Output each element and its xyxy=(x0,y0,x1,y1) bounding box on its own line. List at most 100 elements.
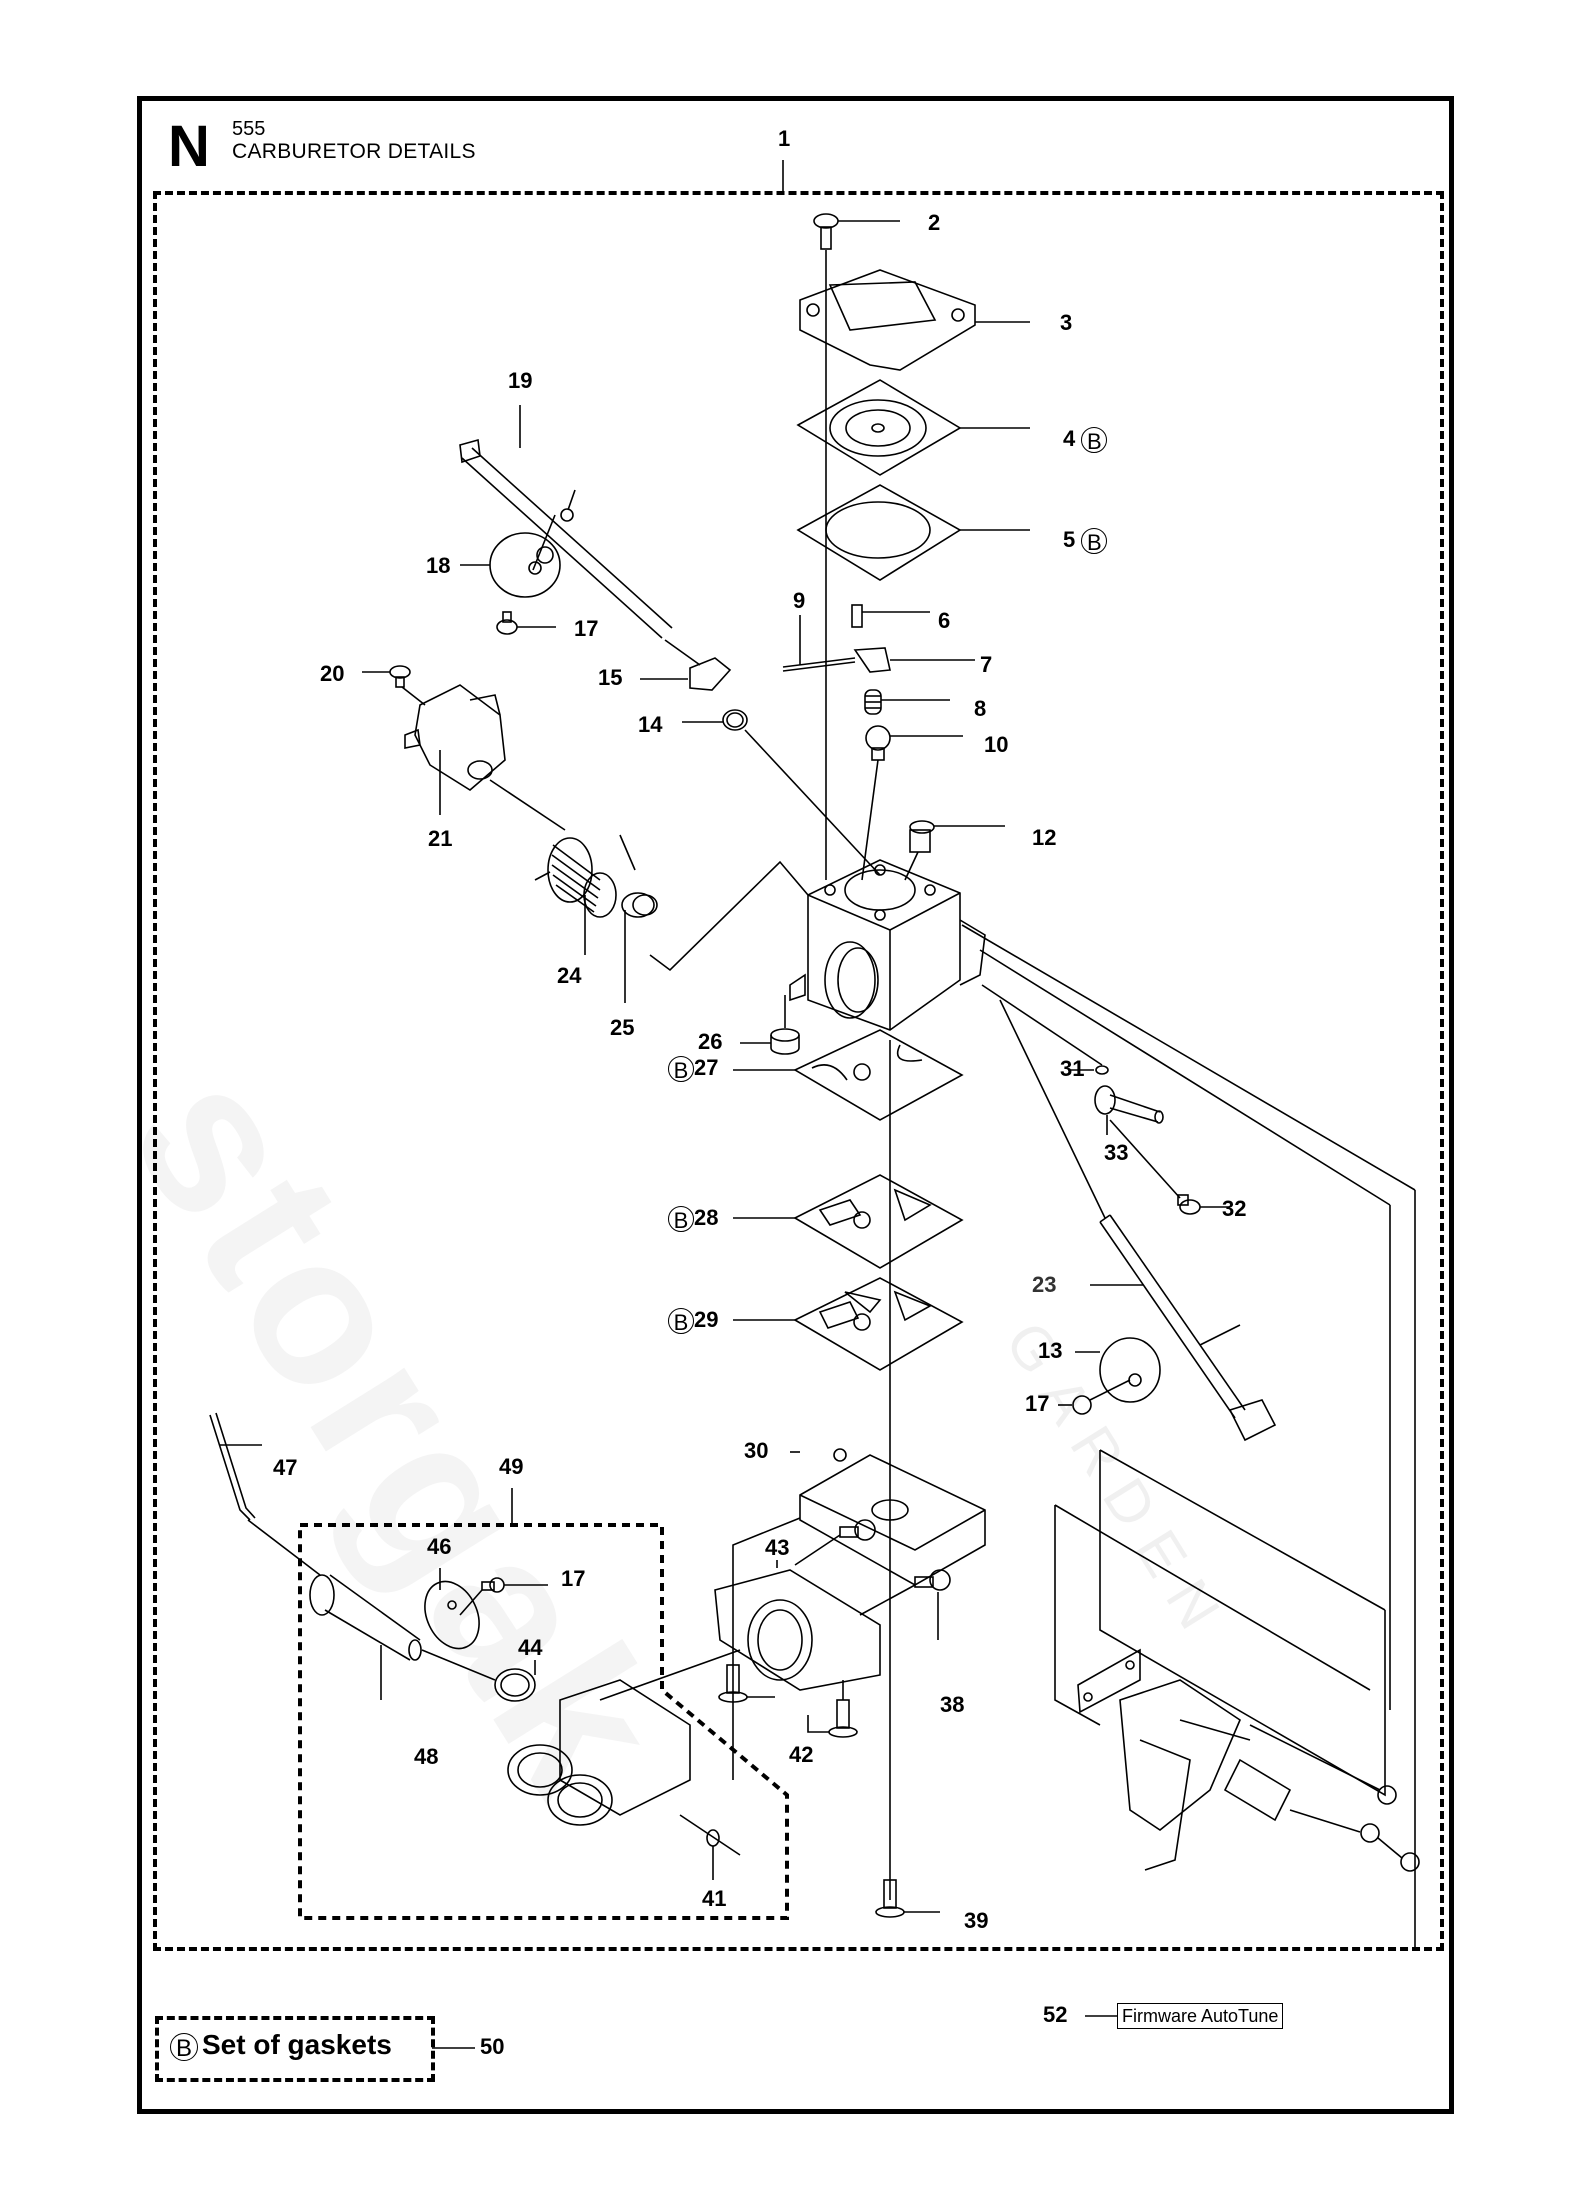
leader-body-right-1 xyxy=(961,924,1416,1191)
kit-49-outline xyxy=(298,1523,789,1920)
spring-8 xyxy=(864,689,950,715)
gasket-set-marker-icon: B xyxy=(170,2032,198,2062)
callout-13[interactable]: 13 xyxy=(1038,1338,1063,1363)
callout-52[interactable]: 52 xyxy=(1043,2002,1068,2027)
plane-outline-4 xyxy=(1054,1504,1371,1691)
pump-body-30 xyxy=(790,1448,986,1586)
callout-19[interactable]: 19 xyxy=(508,368,533,393)
callout-44[interactable]: 44 xyxy=(518,1635,543,1660)
gasket-set-label: Set of gaskets xyxy=(202,2029,392,2060)
callout-23[interactable]: 23 xyxy=(1032,1272,1057,1297)
shaft-48 xyxy=(309,1574,422,1700)
callout-29-num: 29 xyxy=(694,1306,719,1332)
circlip-31 xyxy=(981,984,1109,1075)
callout-33[interactable]: 33 xyxy=(1104,1140,1129,1165)
gasket-set-marker-icon: B xyxy=(1081,528,1108,555)
callout-2[interactable]: 2 xyxy=(928,210,941,235)
callout-18[interactable]: 18 xyxy=(426,553,451,578)
needle-lever-assembly xyxy=(782,604,975,673)
callout-4[interactable]: 4 B xyxy=(1063,425,1108,454)
callout-7[interactable]: 7 xyxy=(980,652,993,677)
callout-46[interactable]: 46 xyxy=(427,1534,452,1559)
callout-49[interactable]: 49 xyxy=(499,1454,524,1479)
page-title: CARBURETOR DETAILS xyxy=(232,140,476,163)
callout-31[interactable]: 31 xyxy=(1060,1056,1085,1081)
leader-zigzag-25 xyxy=(649,860,809,972)
callout-3[interactable]: 3 xyxy=(1060,310,1073,335)
callout-9[interactable]: 9 xyxy=(793,588,806,613)
shaft-33 xyxy=(1094,1085,1164,1135)
harness-module xyxy=(1119,1679,1420,1872)
gasket-set-box xyxy=(155,2016,435,2082)
callout-14[interactable]: 14 xyxy=(638,712,663,737)
diaphragm-4 xyxy=(796,379,1030,476)
throttle-lever-21 xyxy=(404,684,506,815)
callout-27-num: 27 xyxy=(694,1054,719,1080)
bracket-52 xyxy=(1077,1648,1141,1714)
plane-outline-2 xyxy=(1054,1505,1101,1726)
callout-4-num: 4 xyxy=(1063,425,1076,451)
callout-20[interactable]: 20 xyxy=(320,661,345,686)
callout-30[interactable]: 30 xyxy=(744,1438,769,1463)
callout-43[interactable]: 43 xyxy=(765,1535,790,1560)
cap-25 xyxy=(621,892,658,1003)
leader-body-right-3 xyxy=(979,949,1391,1206)
callout-47[interactable]: 47 xyxy=(273,1455,298,1480)
intake-43 xyxy=(714,1560,881,1691)
callout-6[interactable]: 6 xyxy=(938,608,951,633)
valve-plate-46 xyxy=(424,1568,480,1650)
screw-17-kit xyxy=(459,1577,548,1616)
gasket-5 xyxy=(796,484,1030,581)
callout-42[interactable]: 42 xyxy=(789,1742,814,1767)
screw-38 xyxy=(859,1569,951,1640)
callout-10[interactable]: 10 xyxy=(984,732,1009,757)
callout-38[interactable]: 38 xyxy=(940,1692,965,1717)
shaft-23 xyxy=(999,999,1277,1442)
valve-plate-13 xyxy=(1075,1337,1161,1403)
callout-32[interactable]: 32 xyxy=(1222,1196,1247,1221)
screw-17-choke xyxy=(496,611,556,635)
plane-outline-3 xyxy=(1099,1449,1386,1611)
screw-2 xyxy=(813,213,900,250)
callout-17-choke[interactable]: 17 xyxy=(574,616,599,641)
gasket-27 xyxy=(733,1029,964,1121)
gasket-29 xyxy=(733,1277,964,1371)
callout-17-throttle[interactable]: 17 xyxy=(1025,1391,1050,1416)
callout-28-num: 28 xyxy=(694,1204,719,1230)
clip-41 xyxy=(679,1814,741,1880)
callout-21[interactable]: 21 xyxy=(428,826,453,851)
callout-50[interactable]: 50 xyxy=(480,2034,505,2059)
callout-15[interactable]: 15 xyxy=(598,665,623,690)
screw-10 xyxy=(861,725,963,881)
callout-25[interactable]: 25 xyxy=(610,1015,635,1040)
assembly-boundary xyxy=(153,191,1444,1951)
callout-17-kit[interactable]: 17 xyxy=(561,1566,586,1591)
callout-24[interactable]: 24 xyxy=(557,963,582,988)
callout-41[interactable]: 41 xyxy=(702,1886,727,1911)
model-number: 555 xyxy=(232,118,266,140)
callout-39[interactable]: 39 xyxy=(964,1908,989,1933)
gasket-set-marker-icon: B xyxy=(668,1056,694,1083)
callout-8[interactable]: 8 xyxy=(974,696,987,721)
callout-26[interactable]: 26 xyxy=(698,1029,723,1054)
screw-32 xyxy=(1109,1119,1230,1215)
callout-1[interactable]: 1 xyxy=(778,126,791,151)
plane-outline-1 xyxy=(1099,1450,1386,1797)
shaft-19 xyxy=(459,405,673,639)
callout-12[interactable]: 12 xyxy=(1032,825,1057,850)
callout-5[interactable]: 5 B xyxy=(1063,528,1108,555)
screw-17-throttle xyxy=(1058,1379,1131,1415)
screws-42 xyxy=(718,1664,858,1738)
firmware-autotune-label: Firmware AutoTune xyxy=(1117,2003,1284,2029)
callout-48[interactable]: 48 xyxy=(414,1744,439,1769)
screw-39 xyxy=(875,1879,940,1918)
page-frame xyxy=(137,96,1454,2114)
pump-cover-3 xyxy=(799,269,1030,371)
spring-44 xyxy=(421,1649,536,1702)
carburetor-body xyxy=(789,859,986,1031)
lever-15 xyxy=(640,639,732,691)
